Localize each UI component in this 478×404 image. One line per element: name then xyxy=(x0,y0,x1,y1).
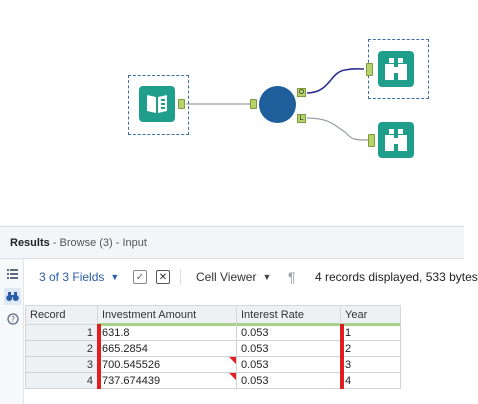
year-cell[interactable]: 2 xyxy=(340,340,401,357)
records-info-label: 4 records displayed, 533 bytes xyxy=(315,270,478,284)
workflow-canvas[interactable]: O L xyxy=(0,0,464,225)
record-cell[interactable]: 2 xyxy=(25,340,98,357)
fields-dropdown[interactable]: 3 of 3 Fields ▼ xyxy=(39,259,119,295)
book-icon xyxy=(147,95,167,113)
changed-marker xyxy=(340,340,344,357)
results-header: Results - Browse (3) - Input xyxy=(0,227,464,259)
investment-amount-cell[interactable]: 700.545526 xyxy=(97,356,237,373)
changed-marker xyxy=(97,324,101,341)
record-cell[interactable]: 3 xyxy=(25,356,98,373)
cell-value: 0.053 xyxy=(241,358,269,371)
column-header-label: Investment Amount xyxy=(102,309,197,321)
binoculars-icon xyxy=(385,129,407,151)
changed-marker xyxy=(340,356,344,373)
cell-value: 737.674439 xyxy=(102,374,161,387)
chevron-down-icon: ▼ xyxy=(110,272,120,282)
cell-value: 4 xyxy=(345,374,352,387)
record-cell[interactable]: 4 xyxy=(25,372,98,389)
browse-tool-bottom[interactable] xyxy=(378,122,414,158)
investment-amount-cell[interactable]: 631.8 xyxy=(97,324,237,341)
changed-marker xyxy=(97,356,101,373)
changed-marker xyxy=(340,372,344,389)
cell-value: 3 xyxy=(345,358,352,371)
formula-input-anchor[interactable] xyxy=(250,99,257,109)
column-header-label: Year xyxy=(345,309,368,321)
chevron-down-icon: ▼ xyxy=(262,272,272,282)
results-subtitle: - Browse (3) - Input xyxy=(49,237,147,249)
cell-viewer-label: Cell Viewer xyxy=(196,270,257,284)
year-cell[interactable]: 4 xyxy=(340,372,401,389)
list-view-button[interactable] xyxy=(4,265,21,282)
interest-rate-cell[interactable]: 0.053 xyxy=(236,340,341,357)
cell-value: 700.545526 xyxy=(102,358,161,371)
check-fields-button[interactable]: ✓ xyxy=(133,259,147,295)
help-button[interactable]: ? xyxy=(4,310,21,327)
cell-viewer-dropdown[interactable]: Cell Viewer ▼ xyxy=(196,259,271,295)
browse-view-button[interactable] xyxy=(4,288,21,305)
table-row[interactable]: 2 665.2854 0.053 2 xyxy=(25,340,401,357)
input-tool-selection xyxy=(128,75,189,135)
formula-output-anchor-O[interactable]: O xyxy=(297,88,306,97)
changed-marker xyxy=(97,372,101,389)
cell-value: 0.053 xyxy=(241,326,269,339)
column-header-year[interactable]: Year xyxy=(340,305,401,326)
help-icon: ? xyxy=(6,312,19,325)
record-cell[interactable]: 1 xyxy=(25,324,98,341)
table-row[interactable]: 1 631.8 0.053 1 xyxy=(25,324,401,341)
changed-marker xyxy=(97,340,101,357)
cell-value: 0.053 xyxy=(241,374,269,387)
cell-value: 2 xyxy=(345,342,352,355)
investment-amount-cell[interactable]: 665.2854 xyxy=(97,340,237,357)
changed-marker xyxy=(340,324,344,341)
checkbox-icon: ✓ xyxy=(133,270,147,284)
connection-lines xyxy=(186,67,369,141)
formula-output-anchor-L[interactable]: L xyxy=(297,114,306,123)
fields-dropdown-label: 3 of 3 Fields xyxy=(39,270,105,284)
svg-text:?: ? xyxy=(10,315,14,324)
investment-amount-cell[interactable]: 737.674439 xyxy=(97,372,237,389)
table-row[interactable]: 3 700.545526 0.053 3 xyxy=(25,356,401,373)
list-icon xyxy=(7,268,18,279)
records-info: 4 records displayed, 533 bytes xyxy=(315,259,478,295)
connection-formula-O-to-browse xyxy=(306,67,365,94)
column-header-label: Interest Rate xyxy=(241,309,304,321)
results-toolbar: 3 of 3 Fields ▼ ✓ ✕ Cell Viewer ▼ ¶ 4 re… xyxy=(25,259,478,295)
cell-value: 1 xyxy=(345,326,352,339)
results-title: Results - Browse (3) - Input xyxy=(10,237,147,249)
year-cell[interactable]: 3 xyxy=(340,356,401,373)
table-row[interactable]: 4 737.674439 0.053 4 xyxy=(25,372,401,389)
column-header-label: Record xyxy=(30,309,66,321)
cell-value: 631.8 xyxy=(102,326,130,339)
column-header-record[interactable]: Record xyxy=(25,305,98,325)
interest-rate-cell[interactable]: 0.053 xyxy=(236,356,341,373)
browse-tool-top[interactable] xyxy=(378,51,414,87)
browse-top-input-anchor[interactable] xyxy=(366,63,373,76)
input-output-anchor[interactable] xyxy=(178,99,185,109)
clear-fields-button[interactable]: ✕ xyxy=(156,259,170,295)
results-grid: Record Investment Amount Interest Rate Y… xyxy=(25,305,401,389)
interest-rate-cell[interactable]: 0.053 xyxy=(236,372,341,389)
binoculars-icon xyxy=(6,292,19,301)
connection-formula-L-to-browse xyxy=(306,117,369,141)
results-side-bar: ? xyxy=(0,259,24,404)
results-title-label: Results xyxy=(10,237,50,249)
pilcrow-button[interactable]: ¶ xyxy=(288,259,296,295)
year-cell[interactable]: 1 xyxy=(340,324,401,341)
column-header-interest-rate[interactable]: Interest Rate xyxy=(236,305,341,326)
results-panel: Results - Browse (3) - Input ? xyxy=(0,226,478,404)
cell-value: 0.053 xyxy=(241,342,269,355)
truncation-marker xyxy=(229,357,236,364)
pilcrow-icon: ¶ xyxy=(288,269,296,285)
interest-rate-cell[interactable]: 0.053 xyxy=(236,324,341,341)
binoculars-icon xyxy=(384,55,407,80)
column-header-investment-amount[interactable]: Investment Amount xyxy=(97,305,237,326)
truncation-marker xyxy=(229,373,236,380)
formula-tool[interactable] xyxy=(259,86,296,123)
input-tool[interactable] xyxy=(139,86,175,122)
close-box-icon: ✕ xyxy=(156,270,170,284)
toolbar-divider xyxy=(180,269,181,285)
cell-value: 665.2854 xyxy=(102,342,148,355)
browse-bottom-input-anchor[interactable] xyxy=(368,134,375,147)
